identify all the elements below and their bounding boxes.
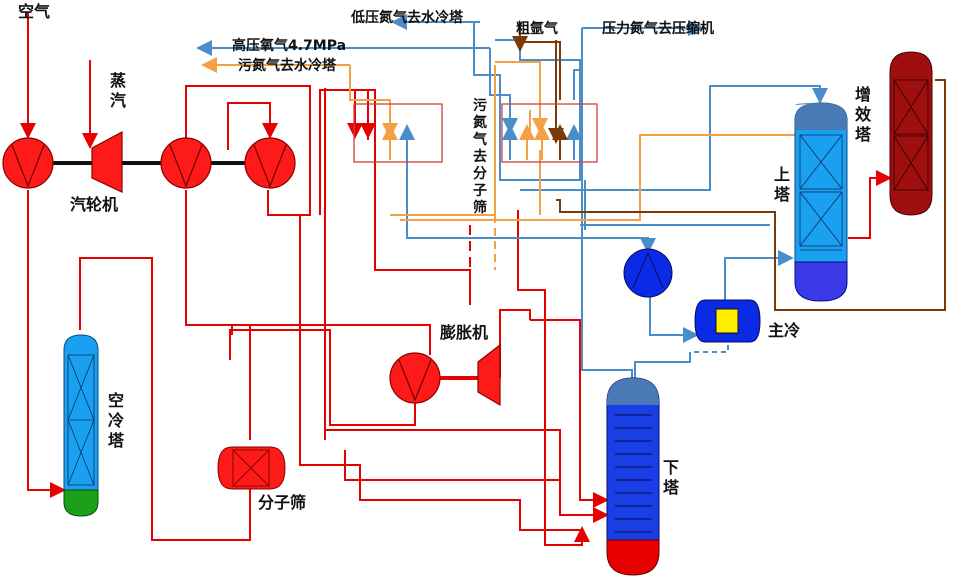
air-dashed-lines xyxy=(469,210,519,292)
upper-column xyxy=(794,102,848,302)
pressure-nitrogen-label: 压力氮气去压缩机 xyxy=(602,20,714,37)
molecular-sieve xyxy=(217,446,286,490)
booster-column-vertical-label-text: 增效塔 xyxy=(855,85,872,144)
air-cooling-tower xyxy=(63,334,99,517)
turbine-label: 汽轮机 xyxy=(70,195,118,214)
main-condenser xyxy=(694,299,761,343)
expander-turbine xyxy=(477,343,501,407)
lower-column-vertical-label: 下塔 xyxy=(663,458,680,497)
waste-n2-sieve-vertical-label: 污氮气去分子筛 xyxy=(472,97,487,216)
steam-turbine xyxy=(91,131,123,193)
main-air-compressor xyxy=(2,137,54,189)
expander-label: 膨胀机 xyxy=(440,323,488,342)
booster-column-vertical-label: 增效塔 xyxy=(855,85,872,144)
nitrogen-lines xyxy=(196,14,828,380)
upper-column-vertical-label-text: 上塔 xyxy=(774,165,791,204)
main-condenser-label: 主冷 xyxy=(768,321,800,340)
air-cooling-tower-vertical-label: 空冷塔 xyxy=(108,391,125,450)
booster-column xyxy=(889,51,933,216)
crude-argon-label: 粗氩气 xyxy=(516,20,558,37)
hp-oxygen-label: 高压氧气4.7MPa xyxy=(232,37,346,54)
waste-n2-sieve-vertical-label-text: 污氮气去分子筛 xyxy=(472,97,487,216)
expander-compressor xyxy=(389,352,441,404)
lower-column-vertical-label-text: 下塔 xyxy=(663,458,680,497)
booster-compressor-2 xyxy=(244,137,296,189)
lower-column xyxy=(606,377,660,576)
air-label: 空气 xyxy=(18,2,50,21)
booster-lines xyxy=(848,170,892,239)
argon-lines xyxy=(512,22,946,311)
upper-column-vertical-label: 上塔 xyxy=(774,165,791,204)
steam-vertical-label: 蒸汽 xyxy=(110,71,126,110)
heat-exchanger-left xyxy=(353,103,443,163)
steam-vertical-label-text: 蒸汽 xyxy=(110,71,126,110)
air-cooling-tower-vertical-label-text: 空冷塔 xyxy=(108,391,125,450)
liquid-pump xyxy=(623,248,673,298)
waste-n2-water-label: 污氮气去水冷塔 xyxy=(238,57,337,74)
booster-compressor-1 xyxy=(160,137,212,189)
lp-nitrogen-label: 低压氮气去水冷塔 xyxy=(350,9,464,26)
mol-sieve-label: 分子筛 xyxy=(258,493,306,512)
